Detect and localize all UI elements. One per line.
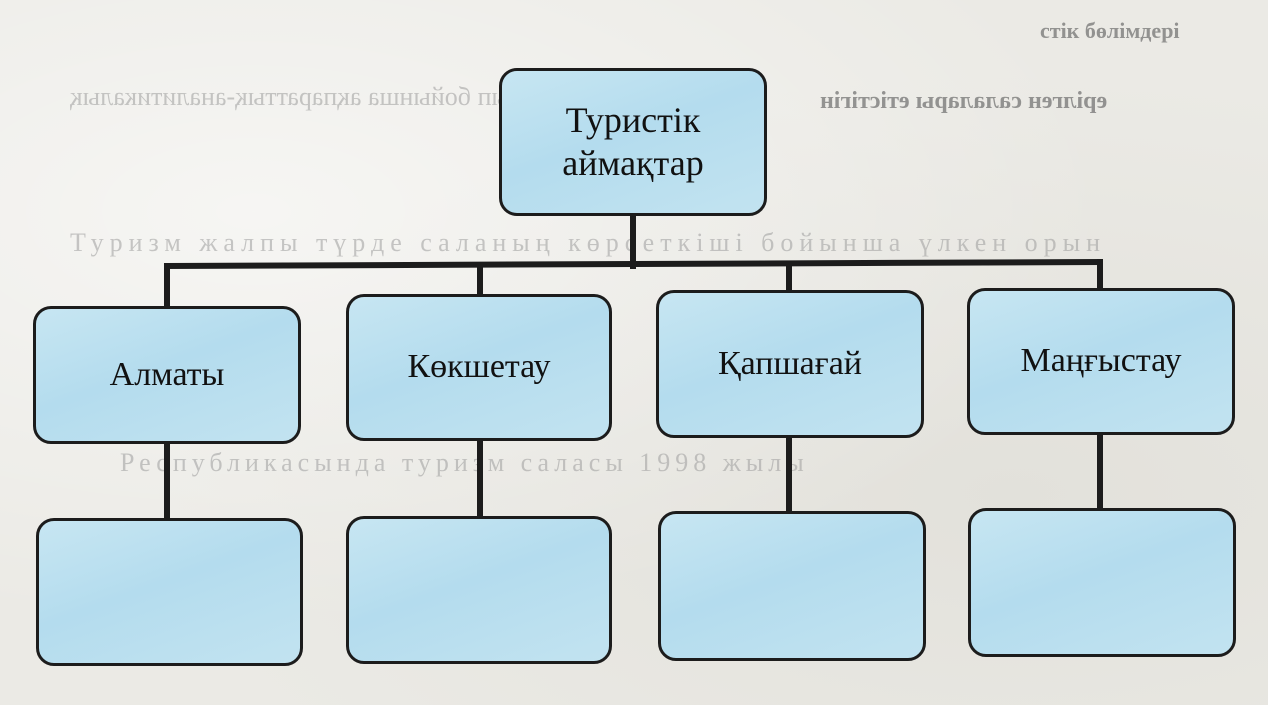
empty-child-box: [658, 511, 926, 661]
region-node-label: Көкшетау: [407, 348, 551, 386]
background-text-line: Туризм жалпы түрде саланың көрсеткіші бо…: [70, 228, 1107, 257]
empty-child-box: [36, 518, 303, 666]
region-node-almaty: Алматы: [33, 306, 301, 444]
region-node-kokshetau: Көкшетау: [346, 294, 612, 441]
empty-child-box: [968, 508, 1236, 657]
empty-child-box: [346, 516, 612, 664]
horizontal-bus-line: [163, 258, 1104, 270]
root-node-tourist-regions: Туристік аймақтар: [499, 68, 767, 216]
region-node-mangystau: Маңғыстау: [967, 288, 1235, 435]
region-node-label: Қапшағай: [717, 344, 863, 382]
background-text-line: Республикасында туризм саласы 1998 жылы: [120, 448, 809, 477]
region-node-label: Маңғыстау: [1020, 342, 1182, 380]
background-text-line: стік бөлімдері: [1040, 18, 1180, 43]
region-node-label: Алматы: [109, 355, 225, 393]
root-node-label: Туристік аймақтар: [562, 99, 704, 183]
region-node-kapshagai: Қапшағай: [656, 290, 924, 438]
